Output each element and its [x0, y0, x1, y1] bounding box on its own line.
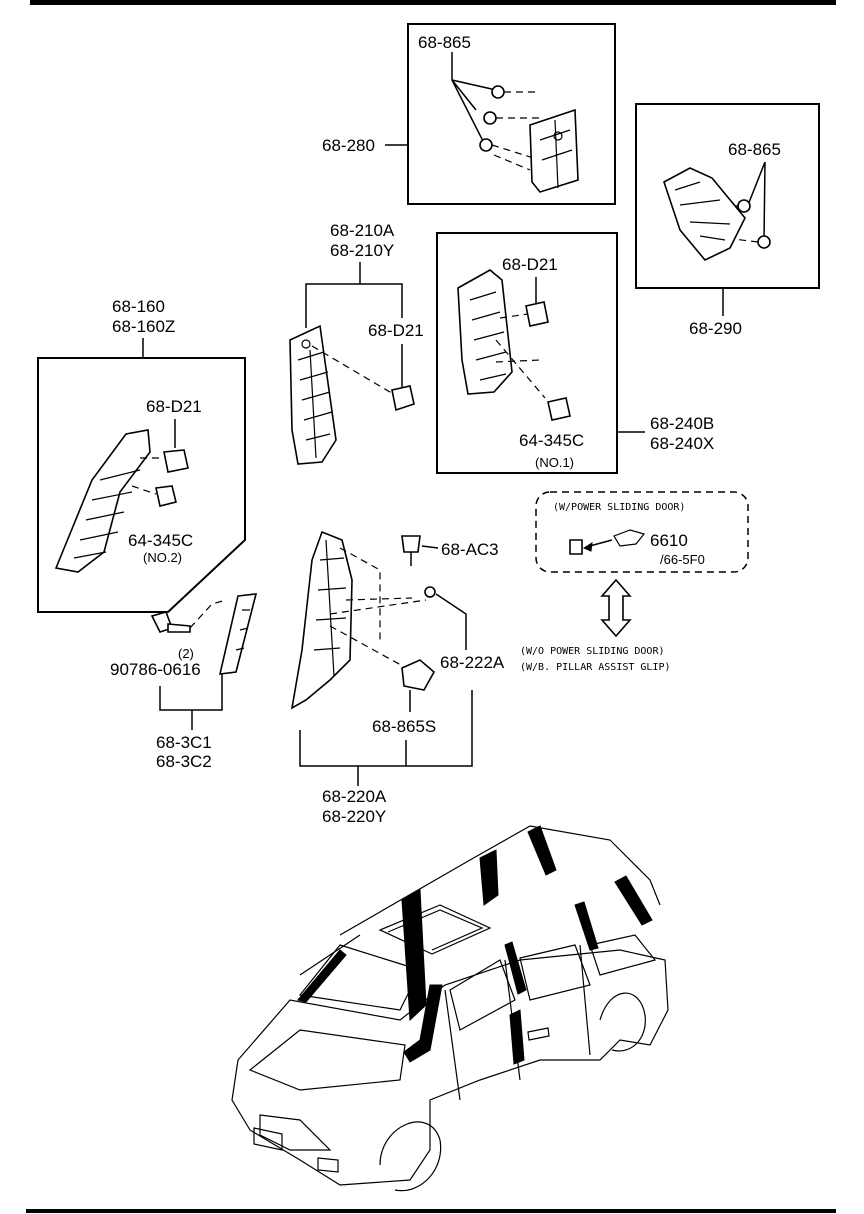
power-door-callout: (W/POWER SLIDING DOOR) 6610 /66-5F0 (W/O… [520, 491, 749, 673]
label-68-210y: 68-210Y [330, 241, 394, 260]
label-68-160: 68-160 [112, 297, 165, 316]
label-68-3c1: 68-3C1 [156, 733, 212, 752]
label-68-d21-left: 68-D21 [146, 397, 202, 416]
label-no1: (NO.1) [535, 455, 574, 470]
vehicle-illustration [231, 825, 669, 1192]
label-6610: 6610 [650, 531, 688, 550]
label-68-d21-box: 68-D21 [502, 255, 558, 274]
top-rule [30, 0, 836, 5]
label-90786-0616: 90786-0616 [110, 660, 201, 679]
label-68-865s: 68-865S [372, 717, 436, 736]
bottom-rule [26, 1209, 836, 1213]
label-68-280: 68-280 [322, 136, 375, 155]
label-64-345c-no1: 64-345C [519, 431, 584, 450]
label-68-290: 68-290 [689, 319, 742, 338]
label-no2: (NO.2) [143, 550, 182, 565]
label-68-160z: 68-160Z [112, 317, 175, 336]
label-68-220a: 68-220A [322, 787, 387, 806]
label-qty2: (2) [178, 646, 194, 661]
label-68-3c2: 68-3C2 [156, 752, 212, 771]
group-68-280: 68-865 68-280 [322, 23, 616, 205]
group-68-290: 68-865 68-290 [635, 103, 820, 338]
group-68-220: 68-AC3 68-222A 68-865S 68-220A 68-220Y [290, 530, 505, 826]
label-66-5f0: /66-5F0 [660, 552, 705, 567]
label-68-d21-mid: 68-D21 [368, 321, 424, 340]
group-68-3c: (2) 90786-0616 68-3C1 68-3C2 [110, 593, 258, 771]
label-64-345c-no2: 64-345C [128, 531, 193, 550]
label-68-222a: 68-222A [440, 653, 505, 672]
label-68-865-right: 68-865 [728, 140, 781, 159]
label-68-220y: 68-220Y [322, 807, 386, 826]
group-68-210: 68-210A 68-210Y 68-D21 [289, 221, 424, 465]
label-68-210a: 68-210A [330, 221, 395, 240]
label-power-door: (W/POWER SLIDING DOOR) [553, 502, 685, 513]
label-68-ac3: 68-AC3 [441, 540, 499, 559]
label-68-240b: 68-240B [650, 414, 714, 433]
group-68-240: 68-D21 64-345C (NO.1) 68-240B 68-240X [436, 232, 714, 474]
label-no-power-2: (W/B. PILLAR ASSIST GLIP) [520, 662, 671, 673]
group-68-160: 68-160 68-160Z 68-D21 64-345C (NO.2) [37, 297, 246, 613]
label-68-865-top: 68-865 [418, 33, 471, 52]
label-68-240x: 68-240X [650, 434, 714, 453]
label-no-power-1: (W/O POWER SLIDING DOOR) [520, 646, 665, 657]
